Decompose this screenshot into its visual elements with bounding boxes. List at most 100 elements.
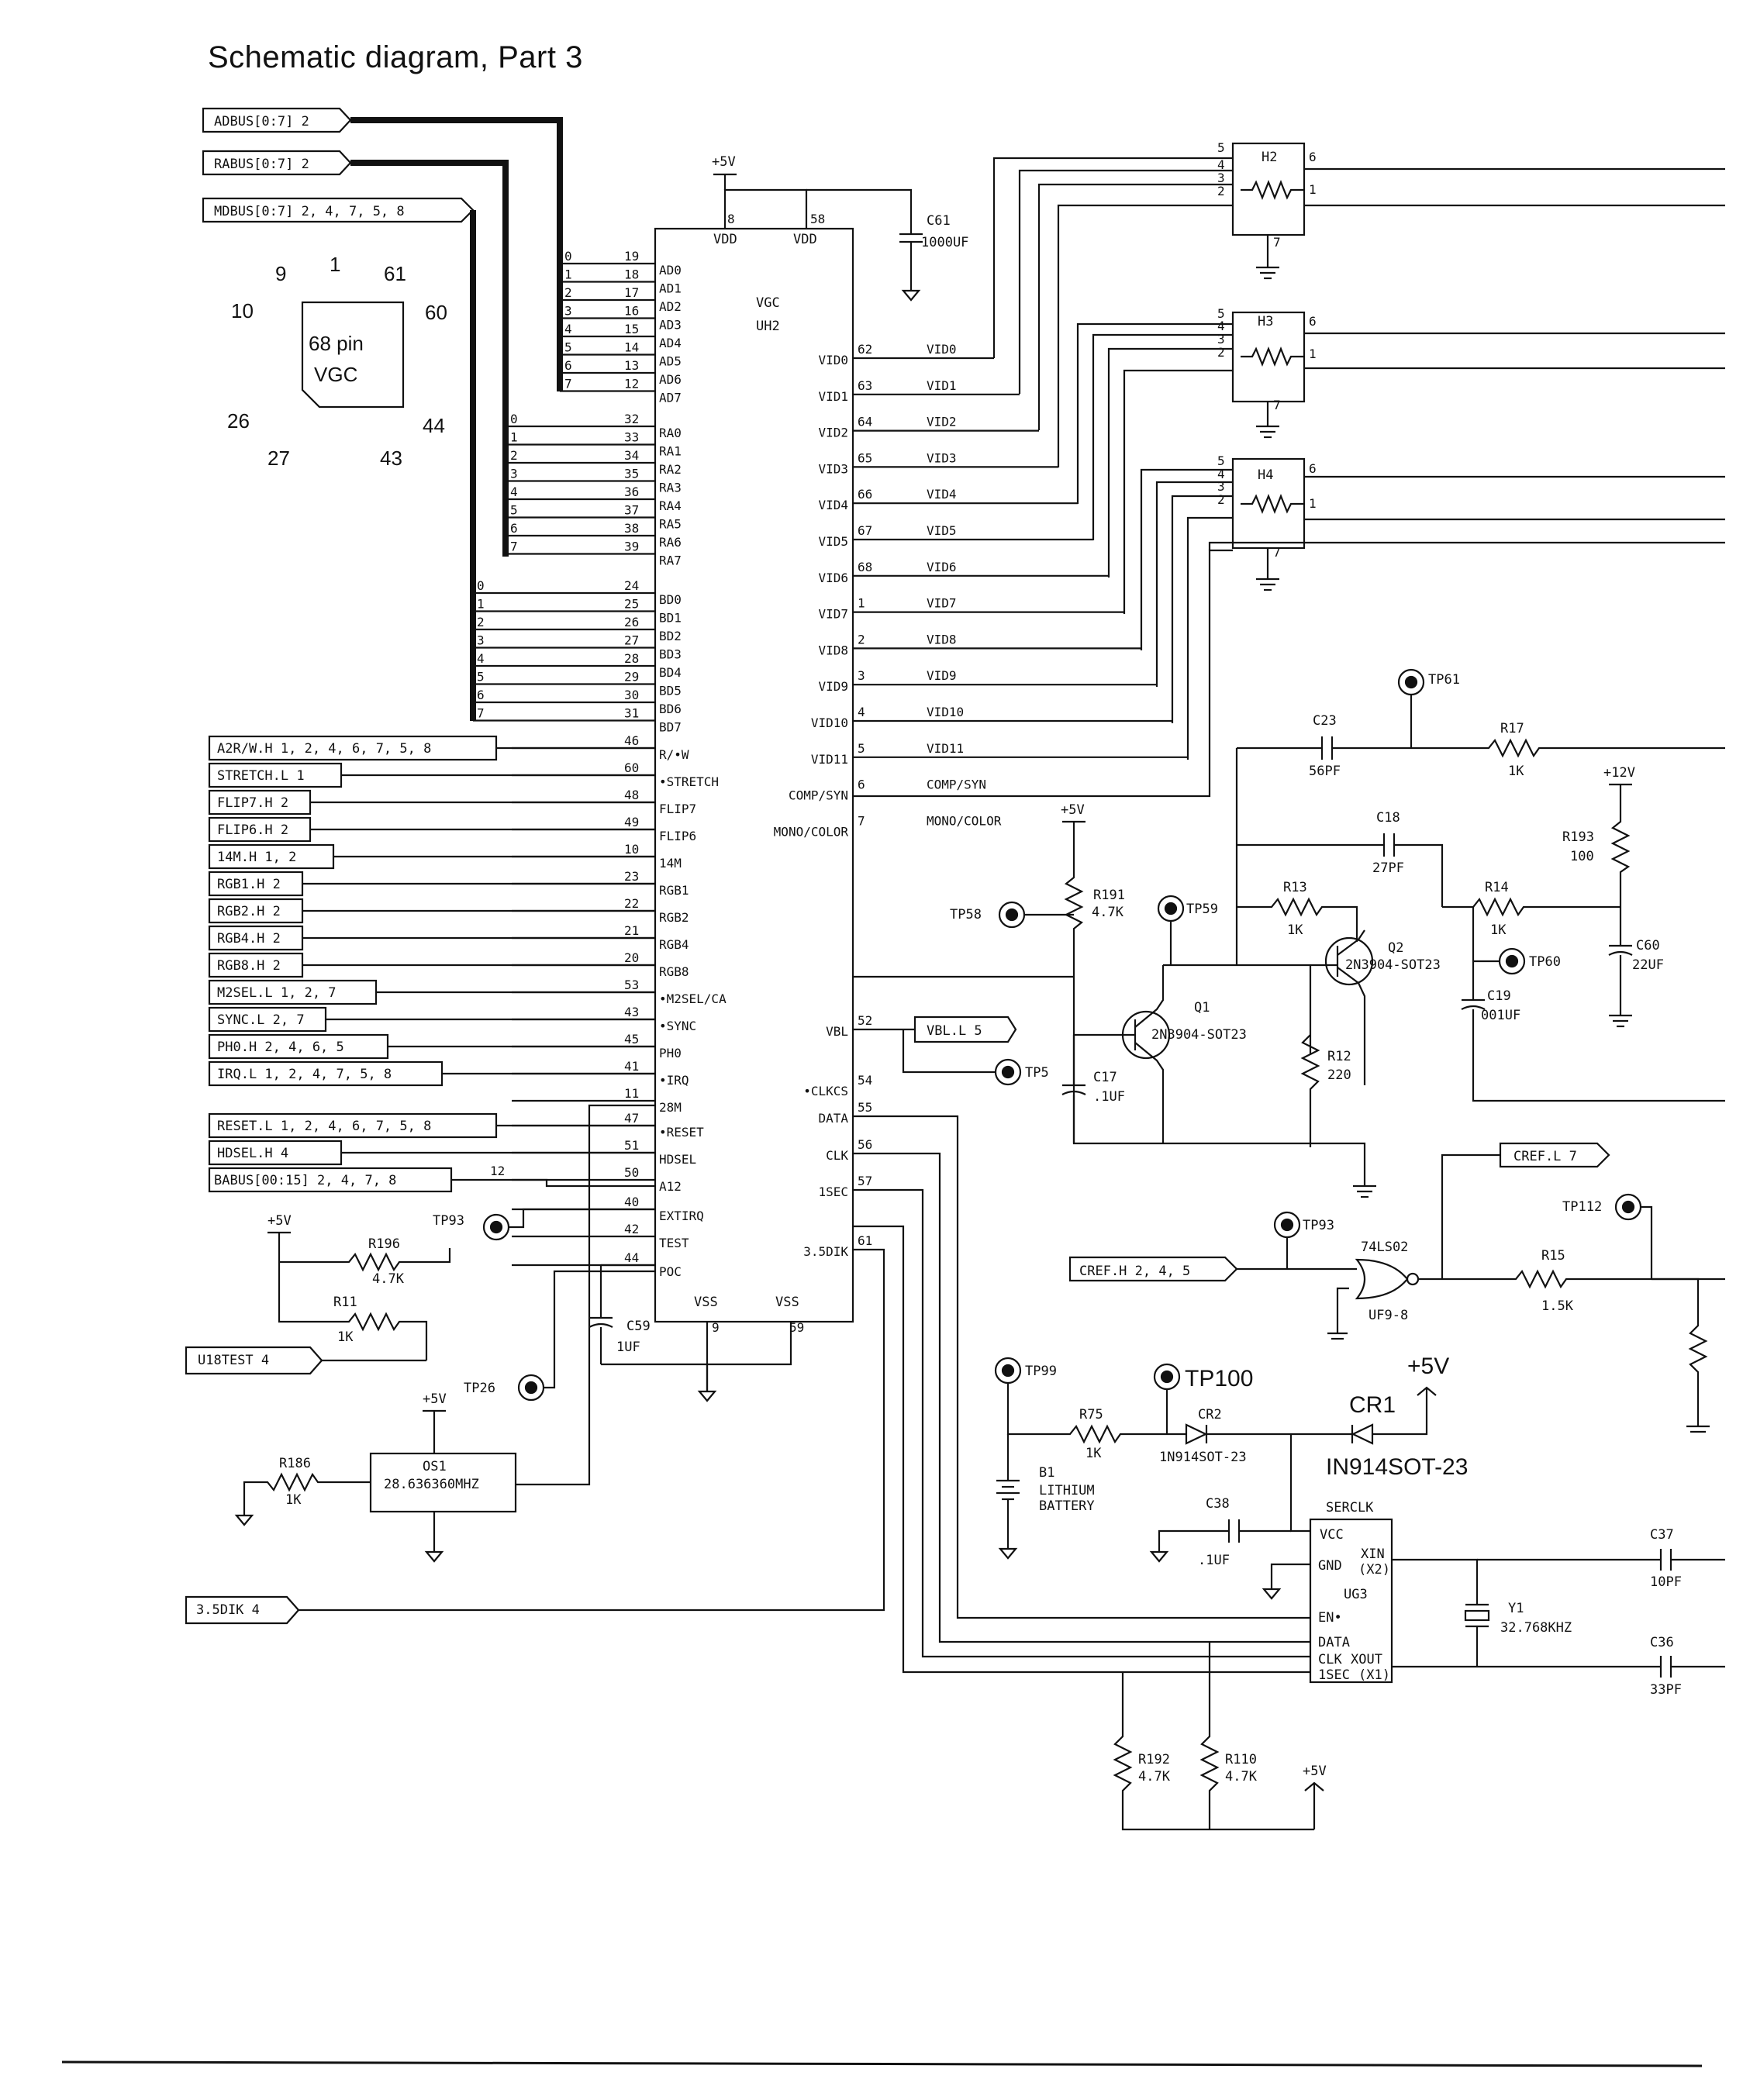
right-pin-name: VID11 bbox=[811, 752, 848, 767]
package-pin-label: 1 bbox=[330, 253, 340, 276]
hybrid-h4-ref: H4 bbox=[1258, 467, 1273, 483]
c60-value: 22UF bbox=[1632, 957, 1664, 973]
right-pin-number: 63 bbox=[858, 378, 872, 393]
plus5v-label: +5V bbox=[1303, 1764, 1327, 1779]
left-pin-number: 30 bbox=[624, 688, 639, 702]
left-pin-name: AD5 bbox=[659, 354, 682, 369]
left-pin-number: 42 bbox=[624, 1222, 639, 1236]
left-pin-name: BD5 bbox=[659, 684, 682, 698]
r12-value: 220 bbox=[1327, 1067, 1351, 1083]
vbl-port-label: VBL.L 5 bbox=[927, 1023, 982, 1039]
left-pin-number: 36 bbox=[624, 484, 639, 499]
hybrid-pin-number: 2 bbox=[1217, 345, 1225, 360]
right-pin-number: 1 bbox=[858, 596, 865, 611]
left-pin-name: RA6 bbox=[659, 535, 682, 550]
right-pin-name: VID10 bbox=[811, 716, 848, 730]
vgc-ref: VGC bbox=[756, 295, 780, 311]
left-pin-number: 23 bbox=[624, 869, 639, 884]
left-pin-name: •STRETCH bbox=[659, 774, 719, 789]
cref-h-port-label: CREF.H 2, 4, 5 bbox=[1079, 1264, 1190, 1279]
b1-value2: BATTERY bbox=[1039, 1498, 1095, 1514]
hybrid-pin-number: 5 bbox=[1217, 306, 1225, 321]
bus-entry-number: 3 bbox=[477, 633, 485, 648]
right-pin-name: VID0 bbox=[818, 353, 848, 367]
vgc-chip: VGC UH2 VDD VDD VSS VSS 8 58 9 59 +5V bbox=[654, 154, 913, 1391]
adbus-port-label: ADBUS[0:7] 2 bbox=[214, 114, 309, 129]
c23-value: 56PF bbox=[1309, 764, 1341, 779]
right-pin-name: DATA bbox=[818, 1111, 848, 1126]
right-net-label: VID9 bbox=[927, 668, 957, 683]
os1-value: 28.636360MHZ bbox=[384, 1477, 479, 1492]
right-pin-name: COMP/SYN bbox=[789, 788, 848, 803]
plus12v-label: +12V bbox=[1603, 765, 1635, 781]
package-pin-label: 27 bbox=[267, 447, 290, 470]
package-pin-label: 43 bbox=[380, 447, 402, 470]
left-pin-name: AD1 bbox=[659, 281, 682, 296]
left-pin-number: 33 bbox=[624, 430, 639, 445]
right-net-label: COMP/SYN bbox=[927, 778, 986, 792]
c17-value: .1UF bbox=[1093, 1089, 1125, 1105]
r17-ref: R17 bbox=[1500, 721, 1524, 736]
vid-routing bbox=[853, 157, 1725, 798]
left-pin-number: 40 bbox=[624, 1195, 639, 1209]
left-pin-name: FLIP6 bbox=[659, 829, 696, 843]
tp112-label: TP26 bbox=[464, 1381, 495, 1396]
right-net-label: VID1 bbox=[927, 378, 957, 393]
hybrid-pin-number: 5 bbox=[1217, 453, 1225, 468]
left-pin-number: 12 bbox=[624, 377, 639, 391]
cr1-value: IN914SOT-23 bbox=[1326, 1454, 1468, 1480]
tp93-label: TP93 bbox=[433, 1213, 464, 1229]
right-pin-name: VID5 bbox=[818, 534, 848, 549]
left-pin-number: 29 bbox=[624, 670, 639, 684]
left-pin-number: 25 bbox=[624, 597, 639, 612]
tp61-label: TP61 bbox=[1428, 672, 1460, 688]
signal-port-label: RGB1.H 2 bbox=[217, 877, 281, 892]
right-pin-name: VID7 bbox=[818, 607, 848, 622]
tp5-label: TP5 bbox=[1025, 1065, 1049, 1081]
signal-port-label: M2SEL.L 1, 2, 7 bbox=[217, 985, 337, 1001]
left-pin-name: AD7 bbox=[659, 391, 682, 405]
c61-value: 1000UF bbox=[921, 235, 968, 250]
left-pin-name: RGB1 bbox=[659, 883, 689, 898]
package-pin-label: 9 bbox=[275, 262, 286, 285]
r13-value: 1K bbox=[1287, 922, 1303, 938]
left-pin-number: 45 bbox=[624, 1032, 639, 1047]
left-pin-name: 14M bbox=[659, 856, 682, 871]
q2-ref: Q2 bbox=[1388, 940, 1403, 956]
right-pin-number: 4 bbox=[858, 705, 865, 719]
left-pin-number: 37 bbox=[624, 503, 639, 518]
r191-ref: R191 bbox=[1093, 888, 1125, 903]
right-pin-number: 2 bbox=[858, 632, 865, 647]
left-pin-number: 17 bbox=[624, 285, 639, 300]
left-pin-name: HDSEL bbox=[659, 1152, 696, 1167]
left-pin-number: 39 bbox=[624, 540, 639, 554]
c18-ref: C18 bbox=[1376, 810, 1400, 826]
page-title: Schematic diagram, Part 3 bbox=[208, 40, 583, 74]
vgc-left-pins: 19AD018AD117AD216AD315AD414AD513AD612AD7… bbox=[473, 249, 727, 1279]
vdd-label: VDD bbox=[713, 232, 737, 247]
tp67-label: TP112 bbox=[1562, 1199, 1602, 1215]
babus-pin-number: 12 bbox=[490, 1164, 505, 1178]
left-pin-number: 51 bbox=[624, 1138, 639, 1153]
left-pin-name: AD2 bbox=[659, 299, 682, 314]
right-pin-number: 6 bbox=[858, 778, 865, 792]
left-pin-number: 50 bbox=[624, 1165, 639, 1180]
rabus-port-label: RABUS[0:7] 2 bbox=[214, 157, 309, 172]
signal-port-label: FLIP6.H 2 bbox=[217, 822, 288, 838]
right-pin-number: 67 bbox=[858, 523, 872, 538]
right-pin-number: 62 bbox=[858, 342, 872, 357]
serclk-gnd: GND bbox=[1318, 1558, 1342, 1574]
bus-entry-number: 2 bbox=[510, 448, 518, 463]
left-pin-name: FLIP7 bbox=[659, 802, 696, 816]
right-pin-name: •CLKCS bbox=[803, 1084, 848, 1098]
tp60-label: TP60 bbox=[1529, 954, 1561, 970]
left-pin-number: 48 bbox=[624, 788, 639, 802]
c37-ref: C37 bbox=[1650, 1527, 1674, 1543]
left-pin-name: PH0 bbox=[659, 1046, 682, 1060]
right-pin-number: 5 bbox=[858, 741, 865, 756]
hybrid-pin-number: 2 bbox=[1217, 184, 1225, 198]
left-pin-name: AD3 bbox=[659, 318, 682, 333]
bus-entry-number: 2 bbox=[477, 615, 485, 629]
